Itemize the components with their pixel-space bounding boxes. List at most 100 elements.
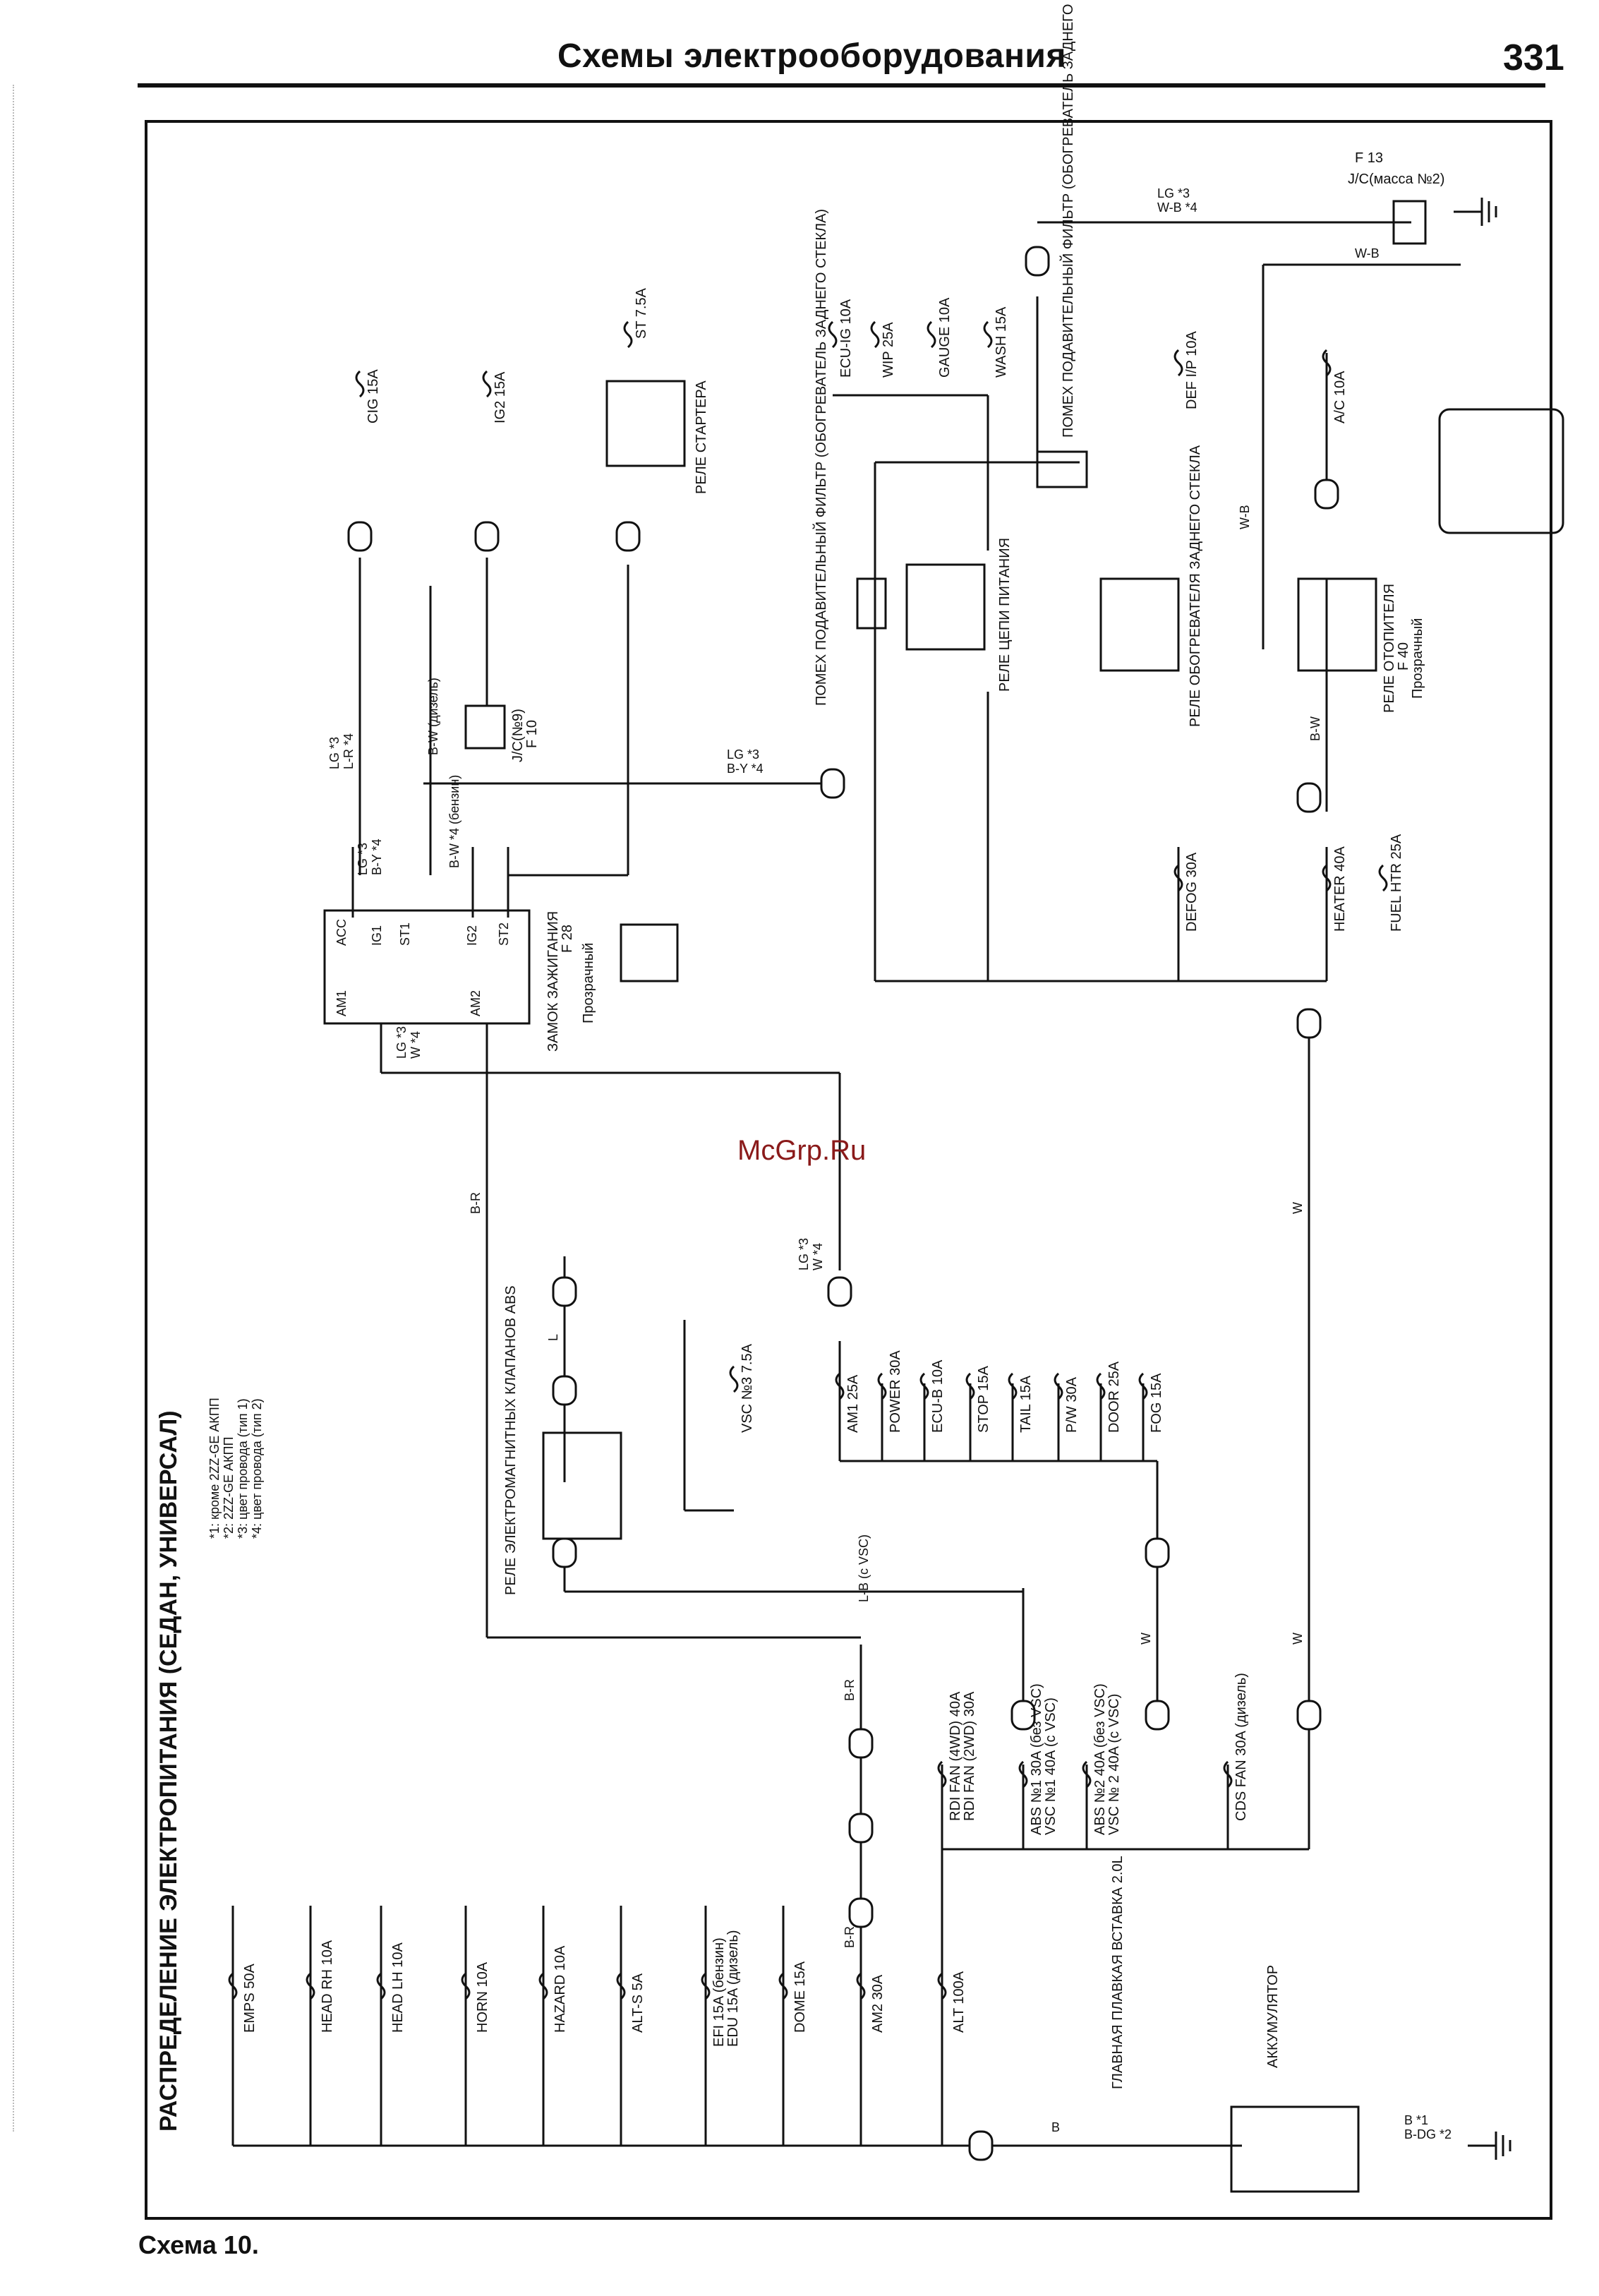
terminal-am2: AM2 bbox=[469, 990, 483, 1016]
label-abs-relay: РЕЛЕ ЭЛЕКТРОМАГНИТНЫХ КЛАПАНОВ ABS bbox=[503, 1285, 519, 1595]
page-number: 331 bbox=[1503, 37, 1564, 78]
power-relay-box bbox=[905, 563, 986, 651]
label-jc-ground-code: F 13 bbox=[1355, 150, 1383, 166]
fuse-label-fog: FOG 15A bbox=[1149, 1373, 1164, 1433]
wire-label-by4-2: B-Y *4 bbox=[727, 762, 764, 776]
label-battery: АККУМУЛЯТОР bbox=[1265, 1965, 1281, 2068]
fuse-label-ecu-ig: ECU-IG 10A bbox=[838, 299, 854, 378]
wire-label-wb4: W-B *4 bbox=[1157, 200, 1197, 215]
wire-label-by4: B-Y *4 bbox=[370, 839, 384, 875]
jc-ground-box bbox=[1392, 200, 1427, 245]
wire-label-lg3-1: LG *3 bbox=[394, 1026, 409, 1059]
fuse-label-ac: A/C 10A bbox=[1332, 371, 1348, 423]
fuse-label-am1: AM1 25A bbox=[845, 1374, 861, 1433]
fuse-label-efi: EFI 15A (бензин) bbox=[711, 1937, 727, 2047]
fuse-labels-fan: RDI FAN (4WD) 40A RDI FAN (2WD) 30A ABS … bbox=[948, 1673, 1249, 1835]
figure-caption: Схема 10. bbox=[138, 2230, 259, 2259]
fuse-label-fuel-htr: FUEL HTR 25A bbox=[1389, 834, 1404, 932]
wire-label-lg3-6: LG *3 bbox=[1157, 186, 1190, 200]
fuse-label-rdi-2wd: RDI FAN (2WD) 30A bbox=[962, 1691, 977, 1821]
terminal-acc: ACC bbox=[334, 919, 349, 946]
wire-label-w-2: W bbox=[1139, 1633, 1153, 1645]
scan-margin-dots bbox=[13, 85, 18, 2132]
fuse-label-am2: AM2 30A bbox=[870, 1974, 886, 2033]
wire-label-lr4: L-R *4 bbox=[342, 733, 356, 769]
fuse-label-gauge: GAUGE 10A bbox=[937, 297, 953, 378]
label-noise-filter-2: ПОМЕХ ПОДАВИТЕЛЬНЫЙ ФИЛЬТР (ОБОГРЕВАТЕЛЬ… bbox=[1059, 0, 1076, 438]
wire-label-br-2: B-R bbox=[843, 1679, 857, 1701]
noise-filter-box-2 bbox=[856, 577, 887, 630]
note-3: *3: цвет провода (тип 1) bbox=[236, 1398, 250, 1539]
fuse-label-cig: CIG 15A bbox=[366, 369, 381, 423]
diagram-frame bbox=[145, 120, 1552, 2220]
wire-label-w-1: W bbox=[1291, 1633, 1305, 1645]
ground-symbols bbox=[1454, 198, 1511, 2160]
fuse-label-horn: HORN 10A bbox=[475, 1961, 490, 2033]
label-ignition-code: F 28 bbox=[560, 925, 575, 953]
terminal-ig1: IG1 bbox=[370, 925, 384, 946]
battery-box bbox=[1230, 2105, 1360, 2193]
wire-label-lb-vsc: L-B (с VSC) bbox=[857, 1534, 871, 1602]
wire-label-w4-2: W *4 bbox=[811, 1243, 825, 1270]
fuse-label-ig2: IG2 15A bbox=[493, 371, 508, 423]
wire-label-w-3: W bbox=[1291, 1202, 1305, 1214]
label-jc9-code: F 10 bbox=[524, 720, 540, 748]
label-noise-filter-1: ПОМЕХ ПОДАВИТЕЛЬНЫЙ ФИЛЬТР (ОБОГРЕВАТЕЛЬ… bbox=[812, 209, 829, 706]
wire-label-lg3-2: LG *3 bbox=[797, 1238, 811, 1270]
wire-label-lg3-5: LG *3 bbox=[727, 747, 759, 762]
fuse-labels-bottom: EMPS 50A HEAD RH 10A HEAD LH 10A HORN 10… bbox=[242, 1930, 967, 2047]
ign-connector bbox=[620, 923, 679, 982]
fuse-label-tail: TAIL 15A bbox=[1018, 1375, 1034, 1433]
noise-filter-box bbox=[1036, 450, 1088, 488]
fuse-label-wip: WIP 25A bbox=[881, 322, 896, 378]
note-1: *1: кроме 2ZZ-GE АКПП bbox=[207, 1398, 222, 1539]
fuse-label-stop: STOP 15A bbox=[976, 1365, 991, 1433]
label-ignition-switch: ЗАМОК ЗАЖИГАНИЯ bbox=[545, 911, 561, 1052]
terminal-am1: AM1 bbox=[334, 990, 349, 1016]
label-power-relay: РЕЛЕ ЦЕПИ ПИТАНИЯ bbox=[997, 538, 1013, 692]
note-4: *4: цвет провода (тип 2) bbox=[250, 1398, 264, 1539]
diagram-title-text: РАСПРЕДЕЛЕНИЕ ЭЛЕКТРОПИТАНИЯ (СЕДАН, УНИ… bbox=[155, 1410, 182, 2132]
fuse-label-head-lh: HEAD LH 10A bbox=[390, 1942, 406, 2033]
wire-label-b: B bbox=[1051, 2120, 1060, 2134]
wire-label-bw: B-W bbox=[1308, 716, 1322, 741]
wire-label-l: L bbox=[546, 1334, 560, 1341]
wire-label-bdg2: B-DG *2 bbox=[1404, 2127, 1452, 2141]
page-header-title: Схемы электрооборудования bbox=[557, 37, 1066, 75]
fuse-label-wash: WASH 15A bbox=[994, 306, 1009, 378]
wire-label-w4-1: W *4 bbox=[409, 1031, 423, 1059]
ignition-switch-box bbox=[323, 909, 531, 1025]
wire-label-br-3: B-R bbox=[843, 1926, 857, 1948]
terminal-st1: ST1 bbox=[398, 922, 412, 946]
fuse-label-abs2: ABS №2 40A (без VSC) bbox=[1092, 1683, 1108, 1835]
fuse-labels-top: CIG 15A IG2 15A ST 7.5A ECU-IG 10A WIP 2… bbox=[366, 287, 1404, 932]
fuse-label-emps: EMPS 50A bbox=[242, 1964, 258, 2033]
fuse-label-power: POWER 30A bbox=[888, 1350, 903, 1433]
fuse-label-door: DOOR 25A bbox=[1106, 1361, 1122, 1433]
component-boxes bbox=[323, 200, 1564, 2193]
fuse-label-hazard: HAZARD 10A bbox=[553, 1945, 568, 2033]
fuse-label-alt: ALT 100A bbox=[951, 1971, 967, 2033]
jc9-box bbox=[464, 704, 506, 750]
fuse-label-defog: DEFOG 30A bbox=[1184, 852, 1200, 932]
fuse-label-abs1: ABS №1 30A (без VSC) bbox=[1029, 1683, 1044, 1835]
fuse-label-vsc2: VSC № 2 40A (с VSC) bbox=[1106, 1694, 1122, 1835]
label-jc9: J/C(№9) bbox=[510, 709, 526, 762]
fuse-label-vsc3: VSC №3 7.5A bbox=[740, 1343, 755, 1433]
header-rule bbox=[138, 83, 1545, 88]
wire-label-wb: W-B bbox=[1355, 246, 1380, 260]
heater-relay-connector bbox=[1438, 408, 1564, 534]
label-heater-relay: РЕЛЕ ОТОПИТЕЛЯ bbox=[1382, 584, 1397, 713]
label-ign-transparent: Прозрачный bbox=[581, 943, 596, 1023]
note-2: *2: 2ZZ-GE АКПП bbox=[222, 1437, 236, 1539]
starter-relay-box bbox=[605, 380, 686, 467]
diagram-title: РАСПРЕДЕЛЕНИЕ ЭЛЕКТРОПИТАНИЯ (СЕДАН, УНИ… bbox=[155, 1410, 182, 2132]
fuse-label-vsc1: VSC №1 40A (с VSC) bbox=[1043, 1697, 1058, 1835]
wire-label-br-1: B-R bbox=[469, 1192, 483, 1214]
ignition-terminals: ACC IG1 ST1 IG2 ST2 AM1 AM2 bbox=[334, 919, 511, 1016]
label-starter-relay: РЕЛЕ СТАРТЕРА bbox=[694, 380, 709, 494]
fuse-label-rdi-4wd: RDI FAN (4WD) 40A bbox=[948, 1691, 963, 1821]
wire-label-b1: B *1 bbox=[1404, 2113, 1428, 2127]
wire-label-lg3-4: LG *3 bbox=[356, 843, 370, 875]
